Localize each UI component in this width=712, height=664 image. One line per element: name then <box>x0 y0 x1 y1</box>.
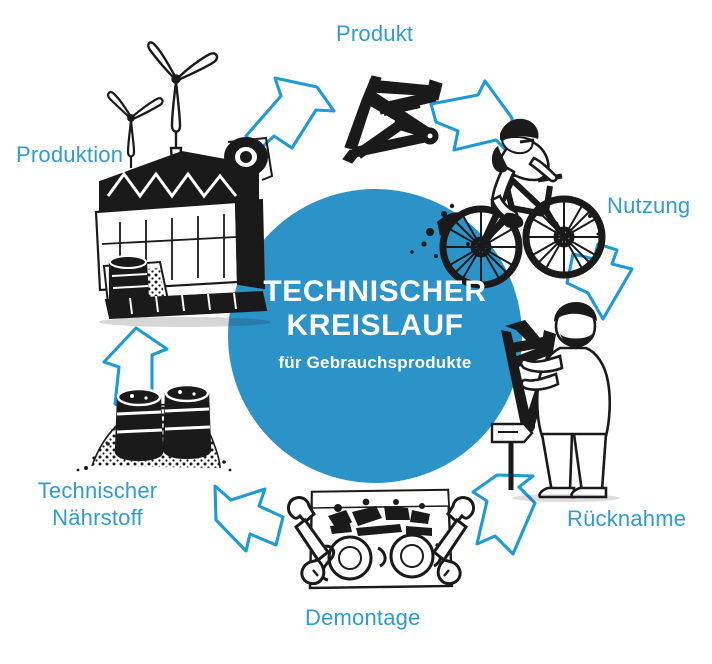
node-label-produktion: Produktion <box>16 142 124 167</box>
node-label-ruecknahme: Rücknahme <box>567 506 687 531</box>
arrow-produkt-to-nutzung <box>429 79 514 157</box>
arrow-ruecknahme-to-demontage <box>471 473 537 556</box>
center-circle <box>228 189 522 483</box>
factory-with-wind-turbines-icon <box>94 41 274 327</box>
node-label-nutzung: Nutzung <box>607 193 691 218</box>
node-label-demontage: Demontage <box>305 605 421 630</box>
node-label-technischer-naehrstoff-line2: Nährstoff <box>52 505 143 530</box>
bicycle-frame-icon <box>342 75 443 164</box>
mountain-biker-icon <box>410 118 606 289</box>
node-label-produkt: Produkt <box>336 21 414 46</box>
barrels-and-granulate-icon <box>76 383 232 472</box>
node-label-technischer-naehrstoff-line1: Technischer <box>37 478 158 503</box>
node-label-technischer-naehrstoff: Technischer Nährstoff <box>20 477 175 531</box>
person-returning-frame-icon <box>490 302 620 502</box>
arrow-demontage-to-naehrstoff <box>213 484 285 553</box>
wrenches-and-parts-icon <box>287 488 475 590</box>
